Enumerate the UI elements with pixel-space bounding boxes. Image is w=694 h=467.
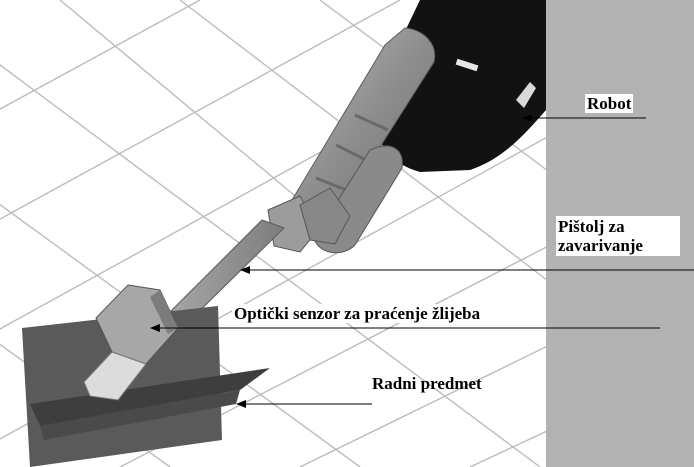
label-welding-gun: Pištolj za zavarivanje <box>556 216 680 256</box>
label-welding-gun-line1: Pištolj za <box>558 217 678 236</box>
label-workpiece: Radni predmet <box>370 374 484 393</box>
label-optical-sensor: Optički senzor za praćenje žlijeba <box>232 304 482 323</box>
label-welding-gun-line2: zavarivanje <box>558 236 678 255</box>
label-robot: Robot <box>585 94 633 113</box>
